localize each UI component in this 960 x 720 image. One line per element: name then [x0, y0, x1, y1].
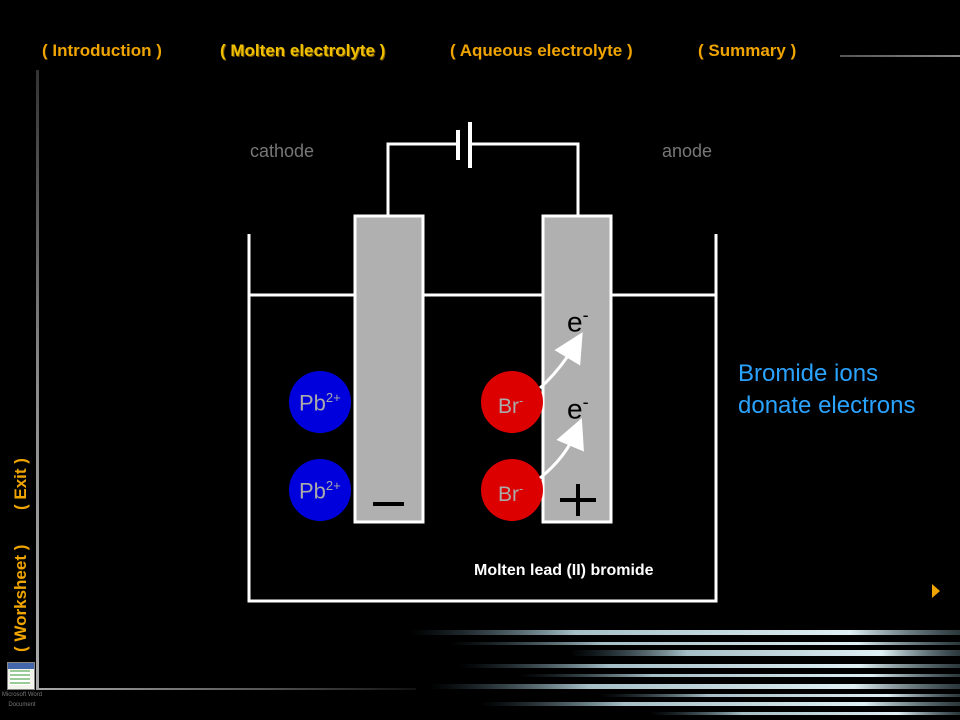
- frame-left-line: [36, 70, 39, 690]
- electron-label: e-: [567, 392, 589, 425]
- nav-molten-electrolyte-link[interactable]: ( Molten electrolyte ): [220, 41, 386, 60]
- frame-bottom-line: [36, 688, 416, 690]
- light-streak: [600, 694, 960, 697]
- light-streak: [450, 642, 960, 645]
- frame-top-line: [840, 55, 960, 57]
- light-streak: [410, 630, 960, 635]
- electron-transfer-arrow: [538, 332, 583, 390]
- anode-label: anode: [662, 141, 713, 161]
- cathode-label: cathode: [250, 141, 315, 161]
- circuit-wire: [386, 142, 580, 216]
- nav-introduction-link[interactable]: ( Introduction ): [42, 41, 162, 60]
- light-streak: [520, 674, 960, 677]
- bromide-ion-label: Br-: [498, 481, 524, 506]
- electrolyte-label: Molten lead (II) bromide: [474, 562, 654, 579]
- nav-summary-link[interactable]: ( Summary ): [698, 41, 797, 60]
- light-streak: [430, 684, 960, 689]
- word-document-label: Microsoft Word Document: [1, 692, 43, 708]
- light-streak: [460, 664, 960, 668]
- beaker: [247, 234, 718, 603]
- bromide-ion: [481, 371, 543, 433]
- caption-text: Bromide ions donate electrons: [738, 360, 916, 419]
- bromide-ion-label: Br-: [498, 393, 524, 418]
- bromide-ion: [481, 459, 543, 521]
- word-document-icon[interactable]: [7, 662, 35, 690]
- lead-ion-label: Pb2+: [299, 390, 341, 416]
- cathode-electrode: [353, 214, 425, 524]
- lead-ion: [289, 459, 351, 521]
- lead-ion-label: Pb2+: [299, 478, 341, 504]
- lead-ion: [289, 371, 351, 433]
- light-streak: [570, 650, 960, 656]
- light-streak: [480, 702, 960, 706]
- electron-transfer-arrow: [539, 418, 584, 480]
- electron-label: e-: [567, 305, 589, 338]
- nav-aqueous-electrolyte-link[interactable]: ( Aqueous electrolyte ): [450, 41, 633, 60]
- next-slide-arrow-icon[interactable]: [932, 584, 940, 598]
- anode-electrode: [541, 214, 613, 524]
- light-streak: [650, 712, 960, 715]
